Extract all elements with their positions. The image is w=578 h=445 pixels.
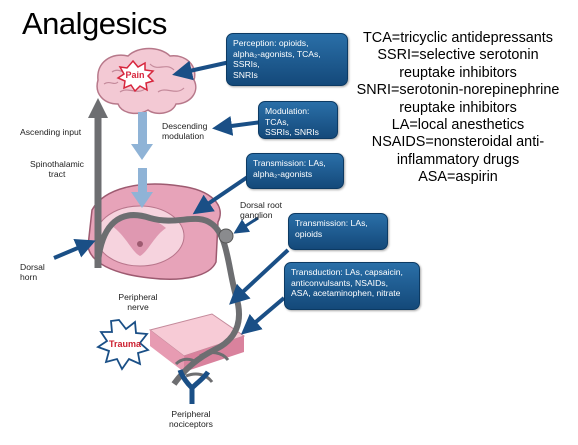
descending-modulation-arrows xyxy=(131,112,153,208)
trauma-starburst xyxy=(96,319,150,371)
descending-modulation-label: Descending modulation xyxy=(162,121,208,142)
abbreviation-line: reuptake inhibitors xyxy=(399,64,517,81)
perception-drugs-box: Perception: opioids, alpha₂-agonists, TC… xyxy=(226,33,348,86)
peripheral-nociceptors-label: Peripheral nociceptors xyxy=(169,409,213,430)
drug-target-arrows xyxy=(53,60,290,335)
transmission-spinal-drugs-box: Transmission: LAs, alpha₂-agonists xyxy=(246,153,344,189)
abbreviation-line: SNRI=serotonin-norepinephrine xyxy=(356,82,560,99)
slide-title: Analgesics xyxy=(22,6,167,41)
dorsal-horn-label: Dorsal horn xyxy=(20,262,45,283)
abbreviation-line: inflammatory drugs xyxy=(396,151,520,168)
abbreviation-line: reuptake inhibitors xyxy=(399,99,517,116)
abbreviation-line: SSRI=selective serotonin xyxy=(377,47,539,64)
dorsal-root-ganglion-label: Dorsal root ganglion xyxy=(240,200,283,221)
nociceptor-endings xyxy=(177,369,211,404)
transduction-drugs-box: Transduction: LAs, capsaicin, anticonvul… xyxy=(284,262,420,310)
transmission-peripheral-drugs-box: Transmission: LAs, opioids xyxy=(288,213,388,250)
abbreviation-line: NSAIDS=nonsteroidal anti- xyxy=(371,134,545,151)
peripheral-nerve-label: Peripheral nerve xyxy=(118,292,158,313)
trauma-label: Trauma xyxy=(108,339,141,349)
ascending-input-label: Ascending input xyxy=(20,127,82,137)
spinothalamic-tract-label: Spinothalamic tract xyxy=(30,159,84,180)
ascending-pathway xyxy=(88,98,242,386)
pain-starburst xyxy=(116,59,155,93)
abbreviation-line: ASA=aspirin xyxy=(418,169,498,186)
abbreviation-legend: TCA=tricyclic antidepressants SSRI=selec… xyxy=(340,30,576,187)
modulation-drugs-box: Modulation: TCAs, SSRIs, SNRIs xyxy=(258,101,338,139)
abbreviation-line: LA=local anesthetics xyxy=(391,117,525,134)
pain-label: Pain xyxy=(125,70,145,80)
abbreviation-line: TCA=tricyclic antidepressants xyxy=(363,30,553,46)
